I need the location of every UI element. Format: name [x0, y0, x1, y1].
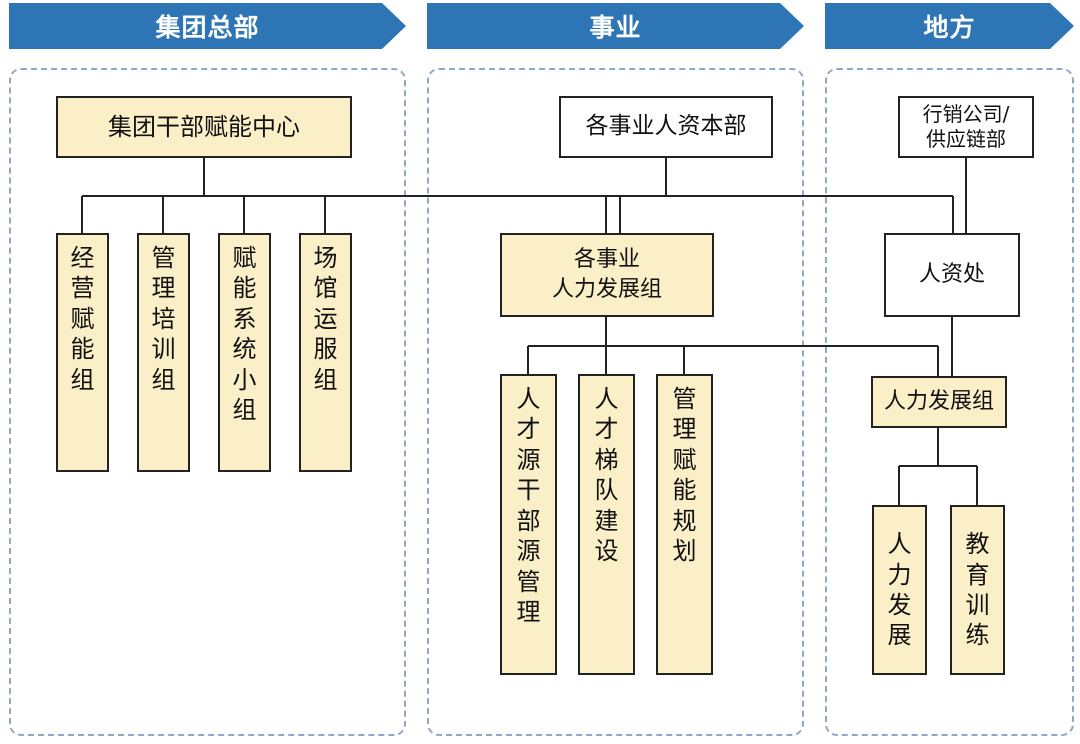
- header-hq: 集团总部: [9, 3, 406, 49]
- business-subgroup-label: 人才梯队建设: [594, 385, 619, 566]
- hq-group-label: 管理培训组: [151, 244, 176, 394]
- local-dev-group-box: 人力发展组: [871, 376, 1007, 428]
- business-subgroup-label: 管理赋能规划: [672, 385, 697, 566]
- local-subgroup-label: 教育训练: [965, 530, 990, 650]
- hq-group-label: 场馆运服组: [313, 244, 338, 394]
- hq-group-label: 赋能系统小组: [232, 244, 257, 425]
- business-subgroup-label: 人才源干部源管理: [516, 385, 541, 627]
- business-dev-group-box: 各事业 人力发展组: [500, 233, 714, 317]
- region-local: [825, 68, 1074, 736]
- hq-group-label: 经营赋能组: [70, 244, 95, 394]
- header-business: 事业: [427, 3, 804, 49]
- business-subgroup-box: 人才梯队建设: [578, 374, 635, 675]
- business-subgroup-box: 人才源干部源管理: [500, 374, 557, 675]
- hq-group-box: 赋能系统小组: [218, 233, 271, 472]
- region-business: [427, 68, 804, 736]
- hq-group-box: 场馆运服组: [299, 233, 352, 472]
- hq-center-box: 集团干部赋能中心: [56, 96, 352, 158]
- hq-group-box: 管理培训组: [137, 233, 190, 472]
- business-subgroup-box: 管理赋能规划: [656, 374, 713, 675]
- local-hr-office-box: 人资处: [884, 233, 1020, 317]
- header-local: 地方: [825, 3, 1074, 49]
- business-hr-dept-box: 各事业人资本部: [559, 96, 773, 158]
- local-company-box: 行销公司/ 供应链部: [898, 96, 1034, 158]
- local-subgroup-label: 人力发展: [887, 530, 912, 650]
- hq-group-box: 经营赋能组: [56, 233, 109, 472]
- local-subgroup-box: 人力发展: [872, 505, 927, 675]
- local-subgroup-box: 教育训练: [950, 505, 1005, 675]
- region-hq: [9, 68, 406, 736]
